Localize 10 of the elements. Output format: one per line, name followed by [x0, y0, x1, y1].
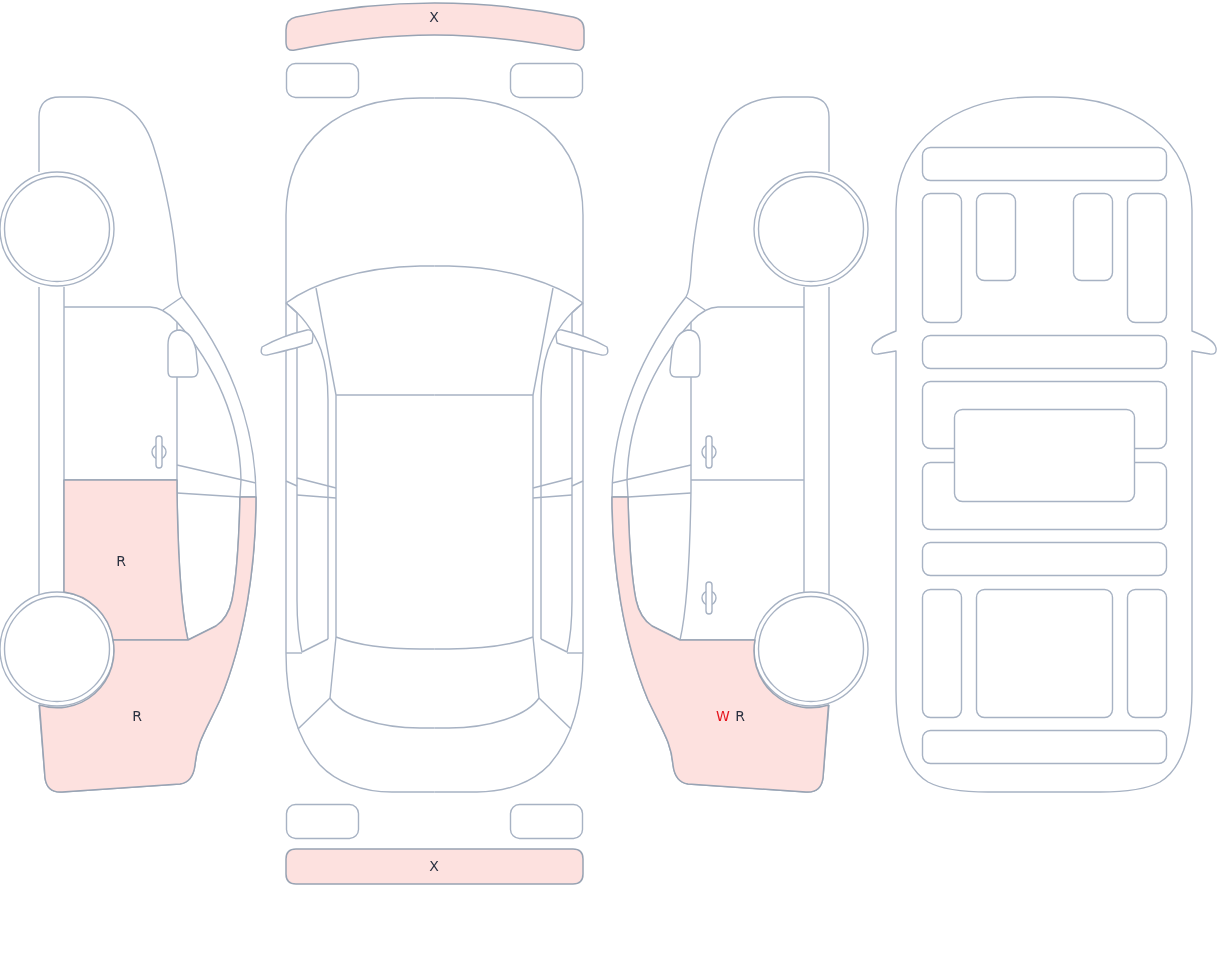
highlighted-panel — [285, 848, 584, 885]
damage-code: W — [716, 709, 730, 723]
damage-code: R — [132, 709, 142, 723]
highlighted-panel — [285, 1, 585, 53]
highlighted-panel — [63, 479, 189, 641]
damage-code: R — [116, 554, 126, 568]
damage-code: X — [429, 10, 439, 24]
damage-code: R — [735, 709, 745, 723]
damage-code: X — [429, 859, 439, 873]
highlighted-panel — [611, 496, 830, 794]
